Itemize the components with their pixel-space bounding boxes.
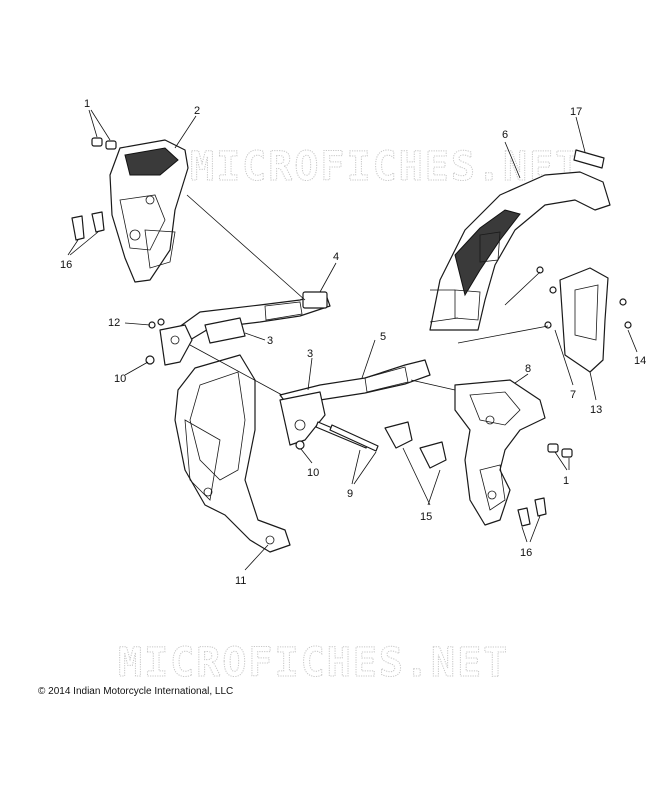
part-3-sleeve-upper	[204, 317, 246, 344]
part-15-small-brackets	[384, 421, 447, 469]
watermark-lower: MICROFICHES.NET	[118, 640, 509, 686]
callout-4: 4	[333, 251, 339, 263]
callout-10-upper: 10	[114, 373, 126, 385]
callout-16-left: 16	[60, 259, 72, 271]
part-17-reflector	[573, 149, 605, 169]
callout-11: 11	[235, 575, 246, 587]
part-8-right-bracket	[454, 379, 546, 526]
leader-lines	[67, 109, 638, 571]
callout-17: 17	[570, 106, 582, 118]
copyright-symbol: ©	[38, 686, 46, 697]
callout-8: 8	[525, 363, 531, 375]
callout-1-top: 1	[84, 98, 90, 110]
watermark-upper: MICROFICHES.NET	[190, 144, 581, 190]
callout-3-upper: 3	[267, 335, 273, 347]
part-3-lower-bracket	[279, 391, 326, 446]
callout-12: 12	[108, 317, 120, 329]
bolts-16-right	[517, 497, 547, 527]
callout-7: 7	[570, 389, 576, 401]
part-9-rods	[315, 421, 379, 452]
callout-6: 6	[502, 129, 508, 141]
callout-9: 9	[347, 488, 353, 500]
copyright-notice: © 2014 Indian Motorcycle International, …	[38, 686, 233, 697]
fastener-10-lower	[295, 440, 305, 450]
bolts-1-upper	[91, 137, 117, 150]
callout-10-lower: 10	[307, 467, 319, 479]
part-11-lower-frame	[174, 354, 291, 553]
callout-15: 15	[420, 511, 432, 523]
bolts-16-upper	[71, 211, 105, 241]
callout-5: 5	[380, 331, 386, 343]
fasteners-12	[148, 318, 165, 329]
part-4-upper-crossbar	[174, 291, 331, 341]
callout-16-right: 16	[520, 547, 532, 559]
part-12-bracket	[159, 324, 193, 366]
fasteners-7-14	[536, 266, 632, 329]
bolts-1-right	[547, 443, 573, 458]
part-13-plate	[559, 267, 609, 373]
part-6-rear-fender	[429, 171, 611, 331]
part-2-upper-bracket	[109, 139, 189, 283]
callout-2: 2	[194, 105, 200, 117]
callout-14: 14	[634, 355, 646, 367]
callout-3-lower: 3	[307, 348, 313, 360]
copyright-text: 2014 Indian Motorcycle International, LL…	[48, 686, 234, 697]
callout-1-right: 1	[563, 475, 569, 487]
callout-13: 13	[590, 404, 602, 416]
callout-labels: 1 2 16 6 17 4 12 3 10 5 3 14 8 7 13 10 9…	[60, 98, 646, 587]
